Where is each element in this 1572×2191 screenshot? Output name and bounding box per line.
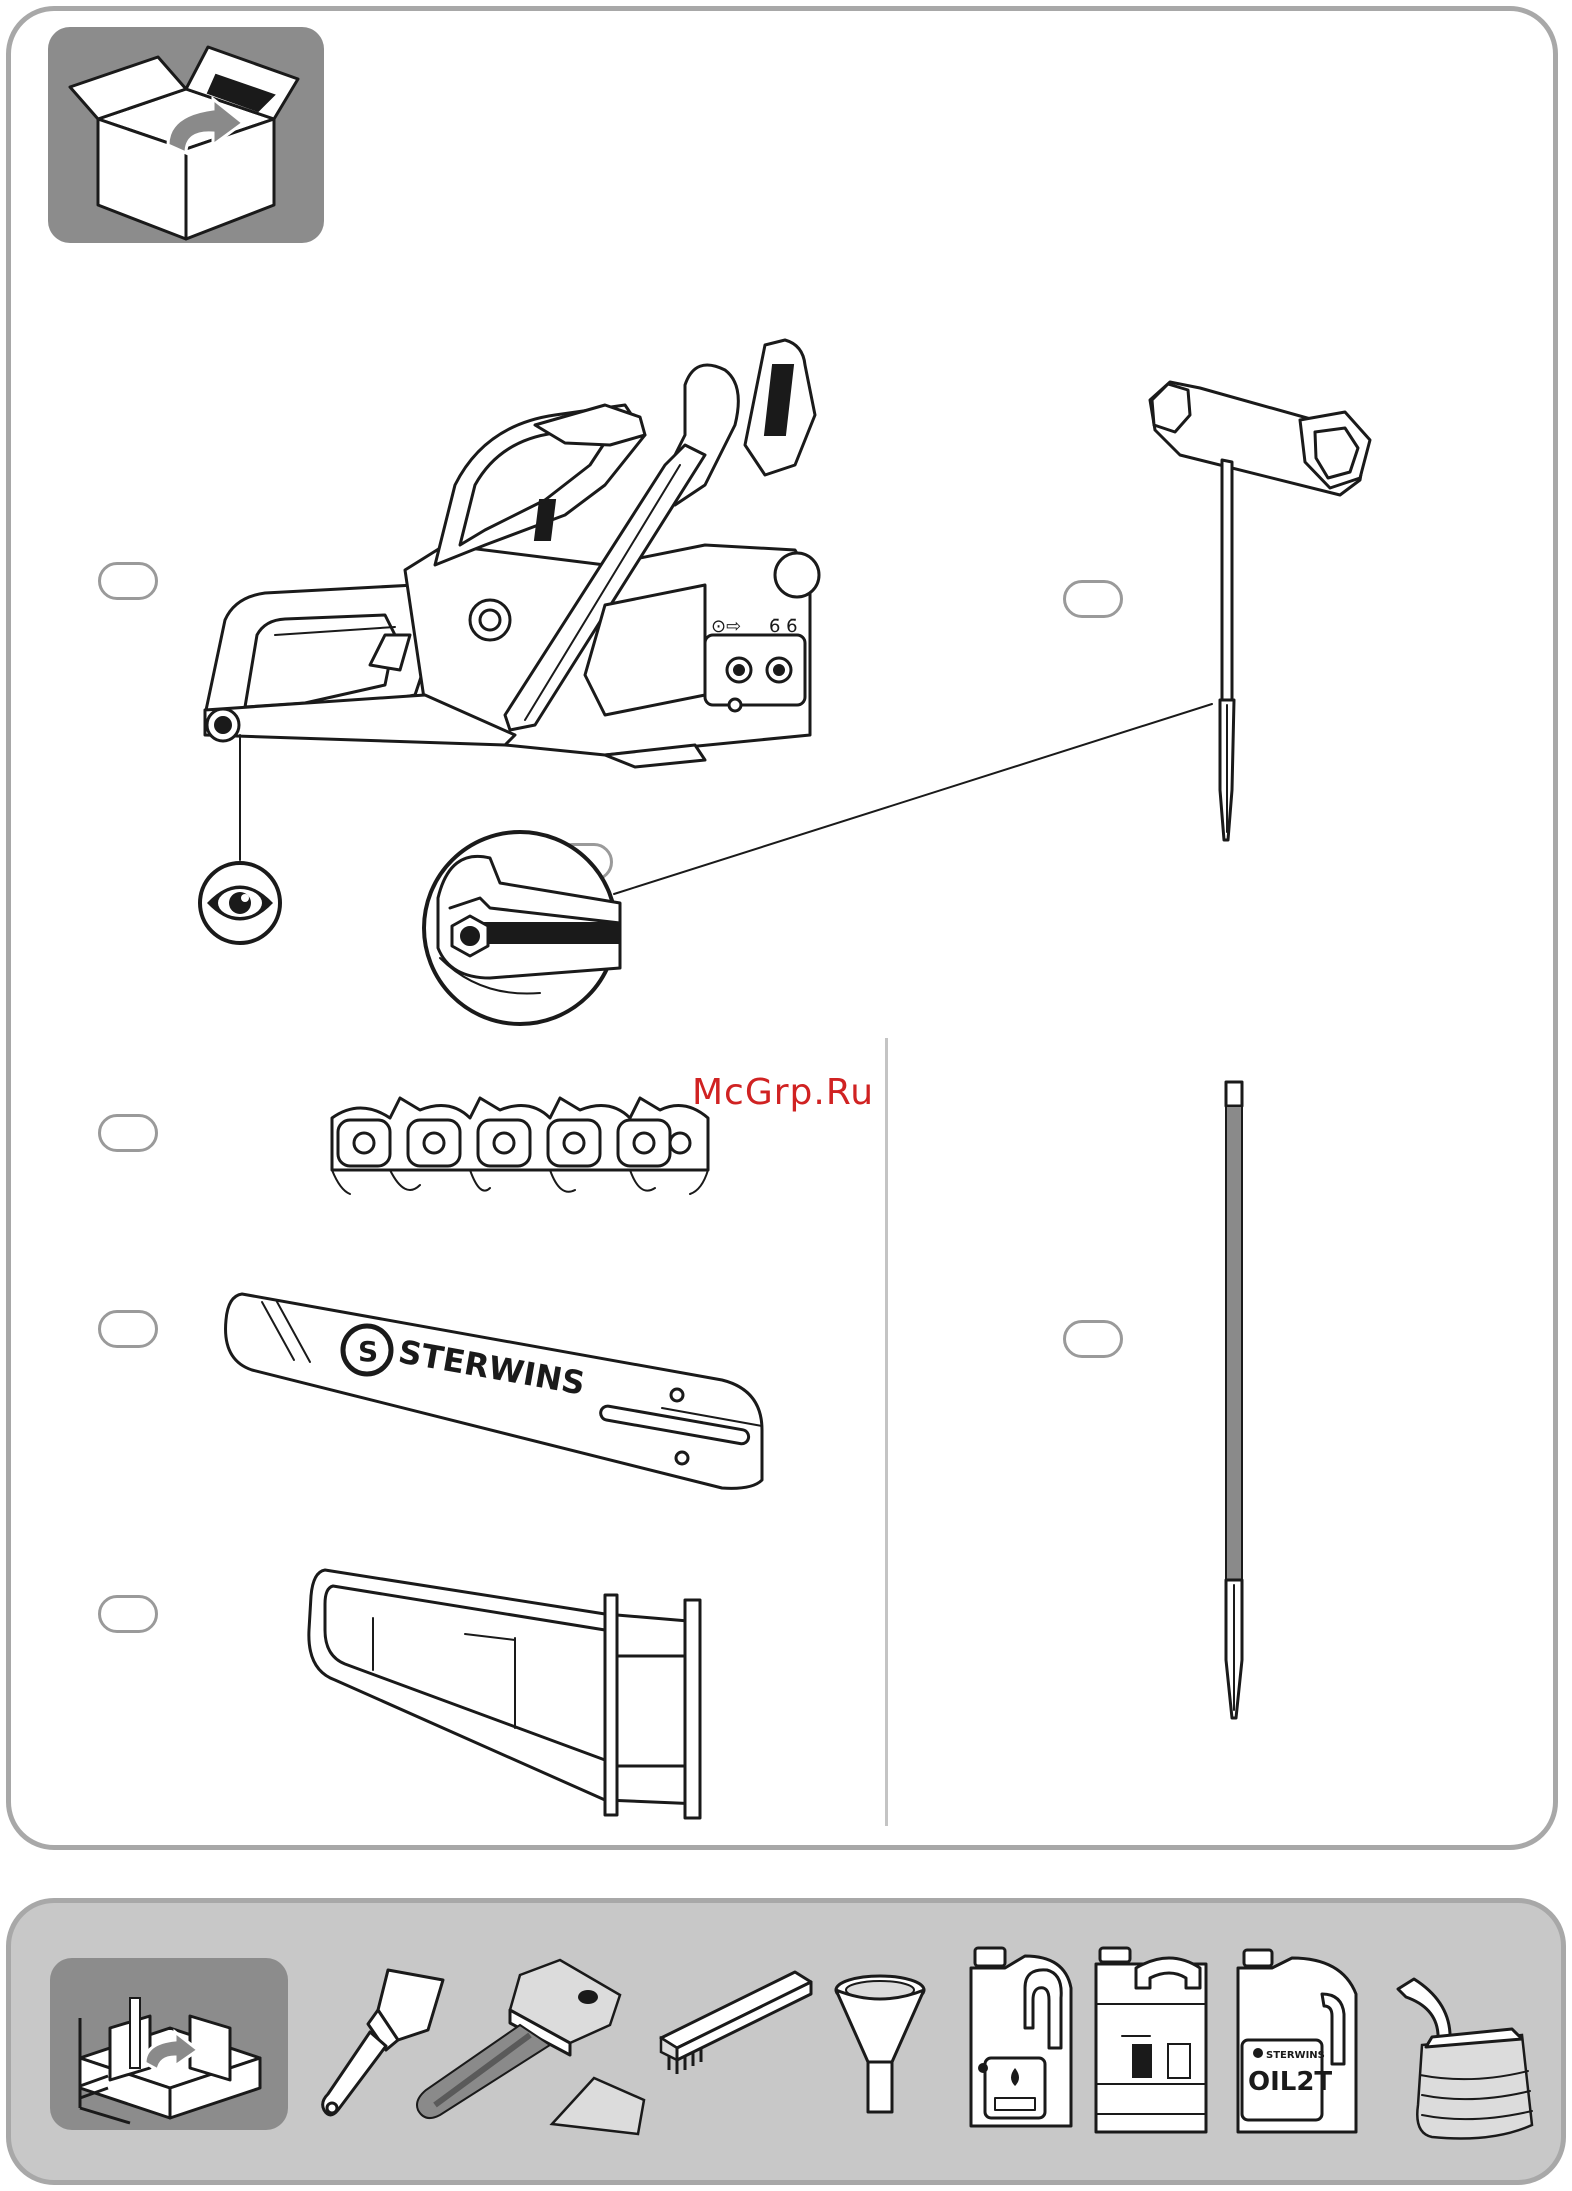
chain-oil-container-icon: [965, 1938, 1075, 2138]
wire-brush-icon: [655, 1968, 815, 2078]
spark-plug-wrench-illustration: [1140, 370, 1380, 840]
workbench-vise-icon: [50, 1958, 288, 2130]
fuel-can-icon: [1090, 1944, 1210, 2144]
open-box-arrow-icon: [48, 27, 324, 243]
funnel-icon: [830, 1972, 930, 2122]
watermark: McGrp.Ru: [692, 1072, 874, 1113]
svg-text:⊙⇨: ⊙⇨: [711, 616, 741, 637]
eye-icon: [195, 858, 285, 948]
saw-chain-illustration: [330, 1090, 710, 1200]
svg-text:S: S: [358, 1335, 378, 1368]
item-number-chain: [98, 1114, 158, 1152]
guide-bar-illustration: S STERWINS: [222, 1290, 762, 1500]
round-file-illustration: [1220, 1080, 1250, 1720]
bar-cover-illustration: [305, 1560, 715, 1810]
item-number-spark-plug-wrench: [1063, 580, 1123, 618]
workbench-badge: [50, 1958, 288, 2130]
item-number-round-file: [1063, 1320, 1123, 1358]
item-number-bar-cover: [98, 1595, 158, 1633]
item-number-guide-bar: [98, 1310, 158, 1348]
oil-brand: STERWINS: [1266, 2050, 1325, 2061]
two-stroke-oil-icon: STERWINS OIL2T: [1232, 1944, 1362, 2144]
wedge-icon: [548, 2068, 648, 2138]
detail-magnifier: [420, 828, 620, 1028]
oil-product: OIL2T: [1248, 2067, 1332, 2097]
svg-text:6̄ 6̄: 6̄ 6̄: [769, 616, 798, 637]
unpack-badge: [48, 27, 324, 243]
oil-can-spout-icon: [1392, 1975, 1542, 2145]
column-divider: [885, 1038, 888, 1826]
item-number-chainsaw: [98, 562, 158, 600]
detail-pointer-line: [600, 700, 1220, 900]
